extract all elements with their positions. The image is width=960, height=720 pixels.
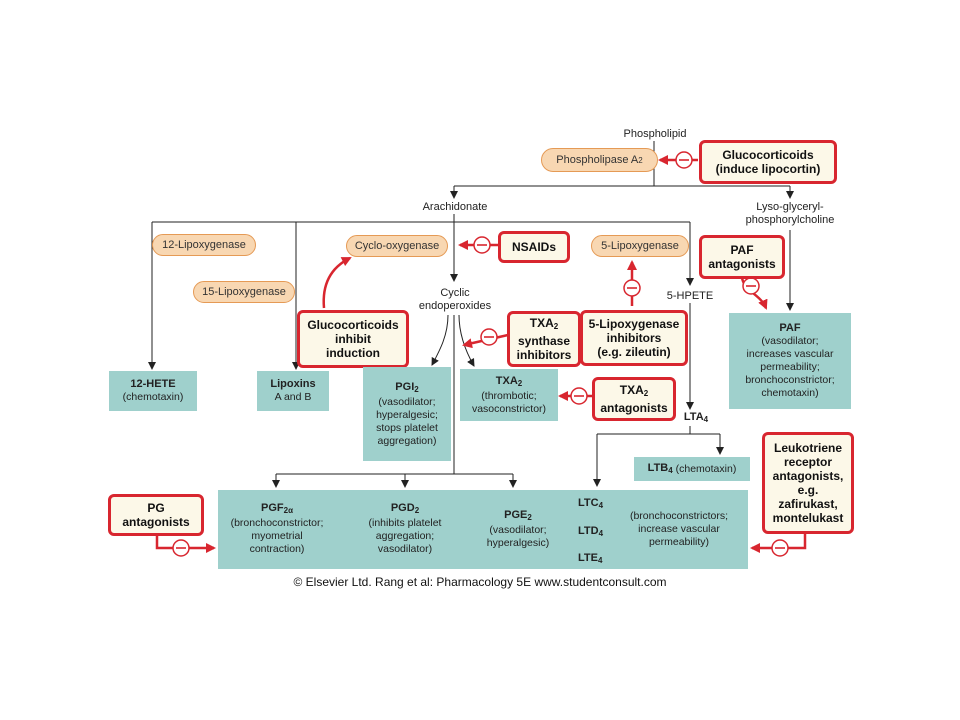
inhibit-cox-induction xyxy=(322,256,352,309)
ltc4-label: LTC4 xyxy=(578,497,604,510)
prostaglandins-box xyxy=(218,490,571,569)
lte4-label: LTE4 xyxy=(578,552,603,565)
cyclic-endoperoxides-label: Cyclic endoperoxides xyxy=(418,287,492,312)
paf-antagonists-box: PAF antagonists xyxy=(699,235,785,279)
nsaids-box: NSAIDs xyxy=(498,231,570,263)
arrow-to-txa2 xyxy=(458,314,475,367)
txa2-box: TXA2 (thrombotic; vasoconstrictor) xyxy=(460,369,558,421)
arrow-to-pgi2 xyxy=(431,314,449,366)
paf-box: PAF (vasodilator; increases vascular per… xyxy=(729,313,851,409)
leukotriene-receptor-antagonists-box: Leukotriene receptor antagonists, e.g. z… xyxy=(762,432,854,534)
15-lipoxygenase-enzyme: 15-Lipoxygenase xyxy=(193,281,295,303)
cysteinyl-leukotrienes-desc: (bronchoconstrictors; increase vascular … xyxy=(629,509,729,548)
phospholipid-label: Phospholipid xyxy=(623,128,687,140)
12-lipoxygenase-enzyme: 12-Lipoxygenase xyxy=(152,234,256,256)
pgd2-cell: PGD2 (inhibits platelet aggregation; vas… xyxy=(368,502,442,555)
ltd4-label: LTD4 xyxy=(578,525,604,538)
arachidonate-label: Arachidonate xyxy=(422,201,488,213)
pgi2-box: PGI2 (vasodilator; hyperalgesic; stops p… xyxy=(363,367,451,461)
glucocorticoids-inhibit-induction-box: Glucocorticoids inhibit induction xyxy=(297,310,409,368)
pgf2a-cell: PGF2α (bronchoconstrictor; myometrial co… xyxy=(230,502,324,555)
txa2-synthase-inhibitors-box: TXA2 synthase inhibitors xyxy=(507,311,581,367)
cysteinyl-leukotrienes-box xyxy=(570,490,748,569)
antagonize-lt xyxy=(750,528,807,553)
pg-antagonists-box: PG antagonists xyxy=(108,494,204,536)
copyright-notice: © Elsevier Ltd. Rang et al: Pharmacology… xyxy=(293,575,667,589)
5-hpete-label: 5-HPETE xyxy=(660,290,720,303)
12-hete-box: 12-HETE (chemotaxin) xyxy=(109,371,197,411)
cyclo-oxygenase-enzyme: Cyclo-oxygenase xyxy=(346,235,448,257)
5-lipoxygenase-inhibitors-box: 5-Lipoxygenase inhibitors (e.g. zileutin… xyxy=(580,310,688,366)
5-lipoxygenase-enzyme: 5-Lipoxygenase xyxy=(591,235,689,257)
pge2-cell: PGE2 (vasodilator; hyperalgesic) xyxy=(486,508,550,549)
lta4-label: LTA4 xyxy=(676,411,716,426)
glucocorticoids-lipocortin-box: Glucocorticoids (induce lipocortin) xyxy=(699,140,837,184)
lipoxins-box: Lipoxins A and B xyxy=(257,371,329,411)
lyso-label: Lyso-glyceryl- phosphorylcholine xyxy=(745,201,835,226)
txa2-antagonists-box: TXA2 antagonists xyxy=(592,377,676,421)
ltb4-box: LTB4 (chemotaxin) xyxy=(634,457,750,481)
